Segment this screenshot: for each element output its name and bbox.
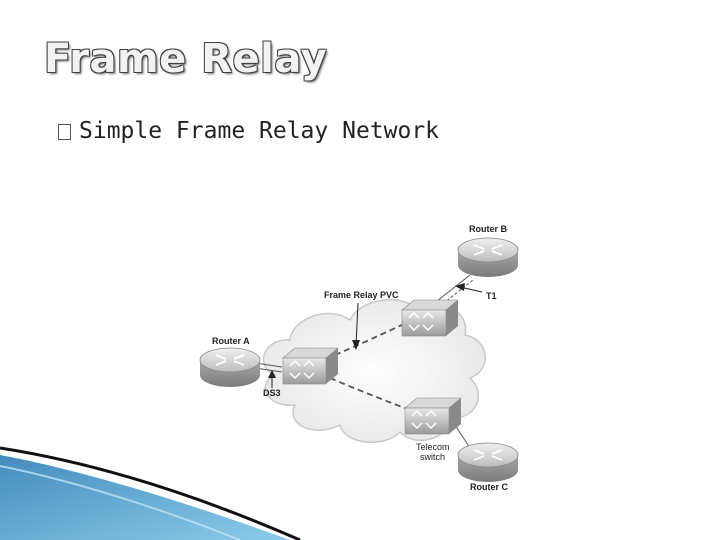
pvc-label: Frame Relay PVC [324, 290, 399, 300]
bullet-text: Simple Frame Relay Network [79, 118, 440, 144]
router-c-label: Router C [470, 482, 509, 492]
t1-label: T1 [486, 291, 497, 301]
router-a-icon [199, 347, 261, 387]
router-b-icon [457, 237, 519, 277]
router-a-label: Router A [212, 336, 250, 346]
bullet-item: Simple Frame Relay Network [58, 118, 439, 144]
router-b-label: Router B [469, 224, 508, 234]
bullet-icon [58, 124, 71, 140]
switch-a-icon [282, 347, 339, 385]
ds3-label: DS3 [263, 388, 281, 398]
router-c-icon [457, 442, 519, 482]
switch-label-line1: Telecom [416, 442, 450, 452]
switch-b-icon [401, 299, 459, 337]
page-title: Frame Relay [44, 36, 328, 82]
telecom-switch-icon [404, 397, 462, 435]
switch-label-line2: switch [420, 452, 445, 462]
